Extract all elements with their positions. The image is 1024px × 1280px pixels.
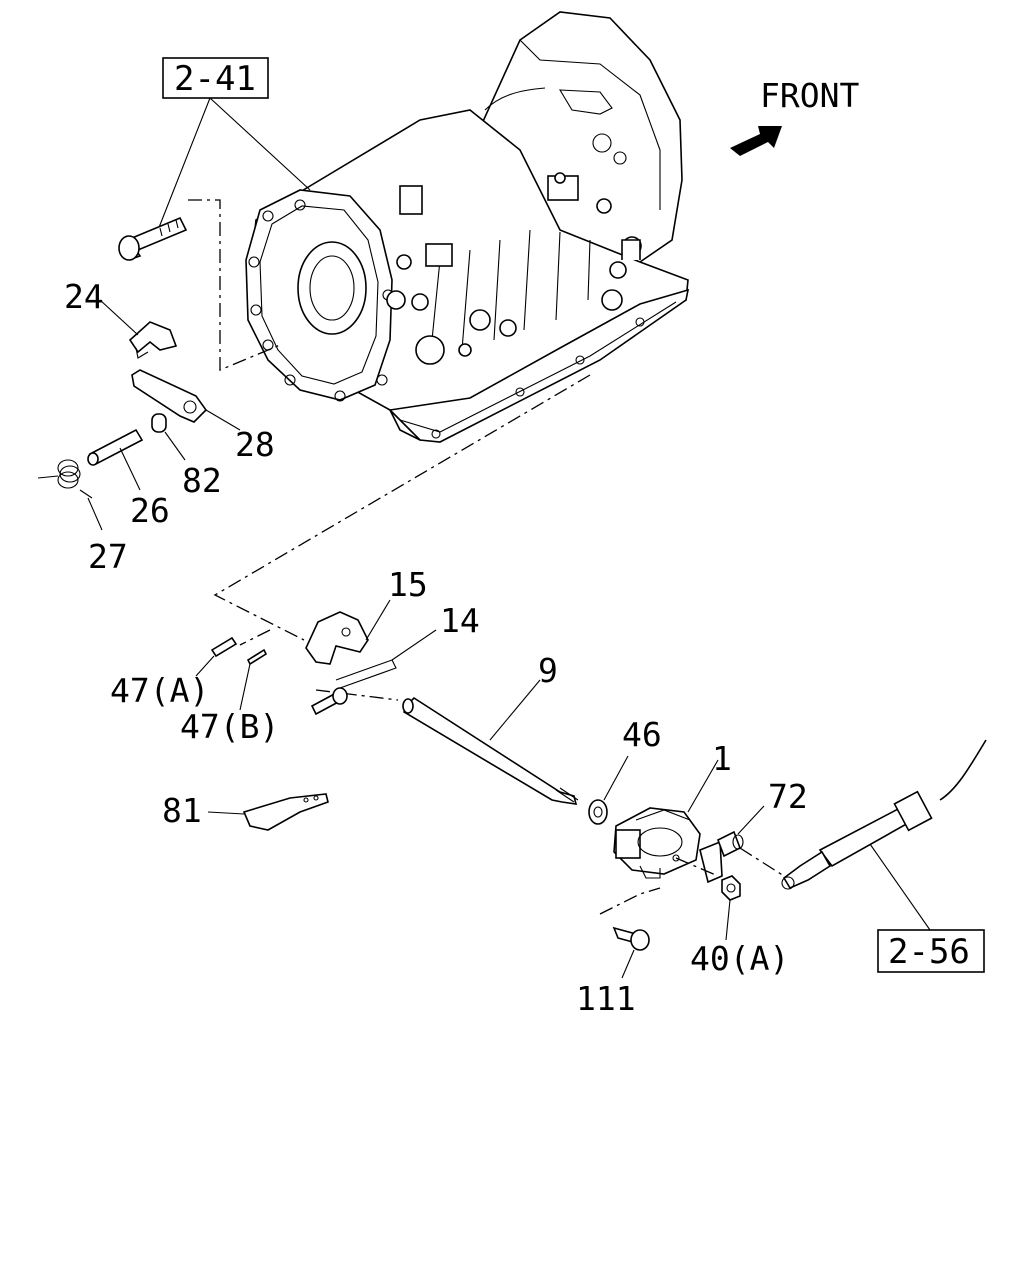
part-40a-nut (721, 875, 741, 901)
part-46-washer (588, 799, 608, 825)
part-14-bolt (310, 687, 348, 716)
part-111-bolt (612, 926, 650, 951)
part-47a-pin (210, 636, 238, 658)
ref-box-2-56 (877, 929, 985, 973)
callout-111: 111 (576, 979, 636, 1018)
part-24-clip (128, 321, 178, 359)
part-27-spring (37, 459, 93, 499)
callout-14: 14 (440, 601, 480, 640)
ref-2-41-label: 2-41 (174, 59, 256, 99)
callout-82: 82 (182, 461, 222, 500)
callout-47b: 47(B) (180, 707, 279, 746)
mounting-bolt (118, 216, 188, 261)
callout-81: 81 (162, 791, 202, 830)
callout-15: 15 (388, 565, 428, 604)
part-81-bracket (242, 793, 329, 831)
front-arrow-icon (730, 126, 782, 156)
callout-28: 28 (235, 425, 275, 464)
callout-47a: 47(A) (110, 671, 209, 710)
part-26-pin (87, 428, 144, 466)
part-9-shaft (402, 696, 579, 805)
callout-9: 9 (538, 651, 558, 690)
front-label: FRONT (760, 76, 859, 115)
ref-box-2-41 (162, 57, 269, 99)
shift-cable (781, 739, 987, 890)
callout-24: 24 (64, 277, 104, 316)
part-28-lever (131, 369, 208, 423)
callout-46: 46 (622, 715, 662, 754)
ref-2-56-label: 2-56 (888, 932, 970, 972)
callout-1: 1 (712, 739, 732, 778)
callout-40a: 40(A) (690, 939, 789, 978)
part-47b-pin (246, 648, 268, 666)
part-82-bushing (151, 413, 167, 433)
callout-27: 27 (88, 537, 128, 576)
transmission-assembly (245, 11, 690, 443)
part-15-detent-plate (305, 611, 369, 665)
part-1-switch (613, 807, 723, 884)
callout-26: 26 (130, 491, 170, 530)
part-14-rod (335, 629, 437, 689)
callout-72: 72 (768, 777, 808, 816)
part-72-stud (716, 830, 744, 858)
